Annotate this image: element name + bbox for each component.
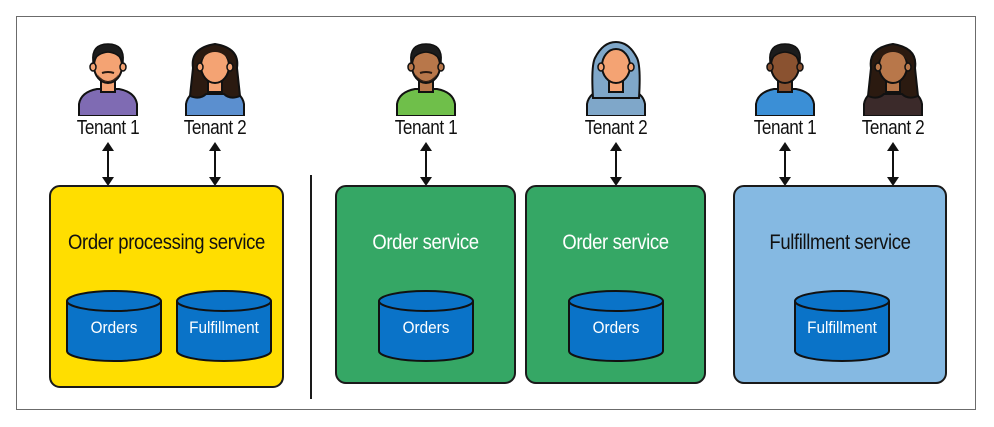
tenant-label: Tenant 1 [394, 117, 458, 139]
tenant-label: Tenant 1 [76, 117, 140, 139]
database-cylinder-icon: Orders [377, 289, 475, 363]
tenant-label: Tenant 1 [753, 117, 817, 139]
tenant-avatar-icon [581, 38, 651, 116]
service-title: Order processing service [68, 231, 265, 254]
service-box-order-a: Order service Orders [335, 185, 516, 384]
tenant-label: Tenant 2 [861, 117, 925, 139]
tenant-avatar-icon [391, 38, 461, 116]
tenant-label: Tenant 2 [584, 117, 648, 139]
bidirectional-arrow-icon [779, 142, 791, 186]
service-title: Fulfillment service [769, 231, 911, 254]
service-box-order-processing: Order processing service Orders Fulfillm… [49, 185, 284, 388]
service-box-fulfillment: Fulfillment service Fulfillment [733, 185, 947, 384]
database-label: Fulfillment [189, 318, 259, 337]
database-cylinder-icon: Fulfillment [175, 289, 273, 363]
bidirectional-arrow-icon [209, 142, 221, 186]
database-cylinder-icon: Fulfillment [793, 289, 891, 363]
tenant-avatar-icon [180, 38, 250, 116]
tenant-avatar-icon [858, 38, 928, 116]
service-title: Order service [562, 231, 669, 254]
service-title: Order service [372, 231, 479, 254]
tenant-avatar-icon [73, 38, 143, 116]
section-divider [310, 175, 312, 399]
database-cylinder-icon: Orders [567, 289, 665, 363]
bidirectional-arrow-icon [102, 142, 114, 186]
bidirectional-arrow-icon [420, 142, 432, 186]
tenant-avatar-icon [750, 38, 820, 116]
database-label: Orders [592, 318, 640, 337]
tenant-label: Tenant 2 [183, 117, 247, 139]
bidirectional-arrow-icon [887, 142, 899, 186]
database-cylinder-icon: Orders [65, 289, 163, 363]
database-label: Orders [90, 318, 138, 337]
service-box-order-b: Order service Orders [525, 185, 706, 384]
database-label: Orders [402, 318, 450, 337]
database-label: Fulfillment [807, 318, 877, 337]
bidirectional-arrow-icon [610, 142, 622, 186]
